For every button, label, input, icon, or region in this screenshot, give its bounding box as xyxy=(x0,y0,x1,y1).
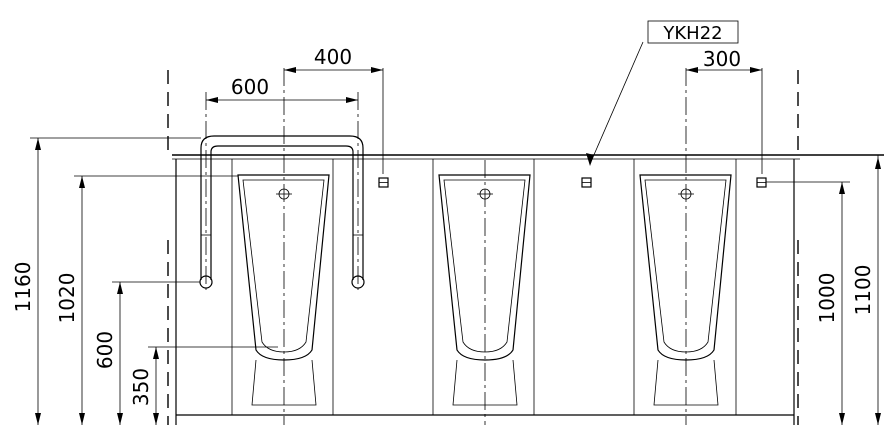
urinal-2 xyxy=(438,174,531,406)
dim-400-label: 400 xyxy=(314,45,352,69)
dim-600-height-label: 600 xyxy=(93,331,117,369)
dim-1000-label: 1000 xyxy=(815,273,839,324)
dim-600-width: 600 xyxy=(206,75,358,103)
dim-350: 350 xyxy=(129,346,278,425)
sensors xyxy=(378,177,767,188)
wall-panel xyxy=(172,154,884,425)
dim-1100: 1100 xyxy=(851,155,881,425)
wall-boundary-lines xyxy=(167,70,799,425)
dim-600-width-label: 600 xyxy=(231,75,269,99)
dim-1020: 1020 xyxy=(55,175,238,425)
urinal-1 xyxy=(237,174,330,406)
grab-bar xyxy=(199,92,365,290)
dim-300-label: 300 xyxy=(703,47,741,71)
sensor-model-label: YKH22 xyxy=(662,23,722,44)
dim-1160: 1160 xyxy=(11,137,201,425)
sensor-callout: YKH22 xyxy=(586,20,739,166)
urinal-centerlines xyxy=(276,68,694,425)
dim-300: 300 xyxy=(686,47,763,174)
dim-350-label: 350 xyxy=(129,368,153,406)
dim-400: 400 xyxy=(284,45,384,174)
dim-1100-label: 1100 xyxy=(851,265,875,316)
dim-1000: 1000 xyxy=(766,181,850,425)
dim-1020-label: 1020 xyxy=(55,273,79,324)
dim-1160-label: 1160 xyxy=(11,262,35,313)
dim-600-height: 600 xyxy=(93,281,200,425)
urinal-3 xyxy=(639,174,732,406)
